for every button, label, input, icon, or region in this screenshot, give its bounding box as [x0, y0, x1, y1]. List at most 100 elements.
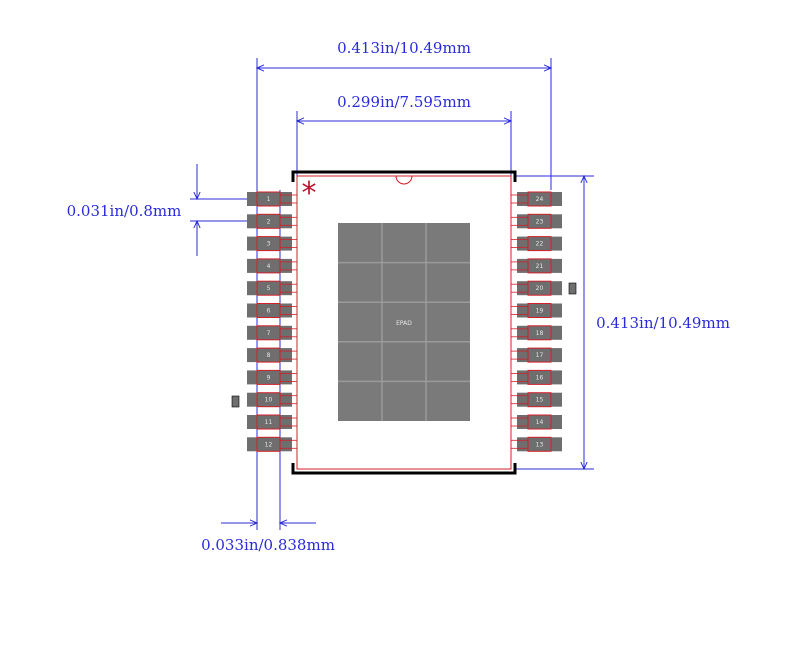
- lead-outline: [510, 194, 529, 204]
- pin-pad-10: 10: [247, 392, 298, 408]
- lead-outline: [510, 283, 529, 293]
- lead-outline: [279, 328, 298, 338]
- pin-pad-5: 5: [247, 280, 298, 296]
- right-side-marker: [568, 282, 577, 295]
- pitch-label: 0.031in/0.8mm: [67, 202, 182, 220]
- lead-outline: [279, 283, 298, 293]
- pin-pad-3: 3: [247, 236, 298, 252]
- body-outline: [296, 175, 512, 470]
- body-width-label: 0.299in/7.595mm: [337, 93, 471, 111]
- lead-outline: [279, 395, 298, 405]
- pin-pad-14: 14: [510, 414, 562, 430]
- pin-number: 23: [536, 218, 544, 225]
- pin-pad-24: 24: [510, 191, 562, 207]
- pin-pad-9: 9: [247, 369, 298, 385]
- pad-copper: [247, 348, 292, 363]
- silkscreen-top: [291, 170, 517, 182]
- pad-copper: [247, 392, 292, 407]
- lead-outline: [510, 395, 529, 405]
- pin-pad-2: 2: [247, 213, 298, 229]
- lead-outline: [510, 328, 529, 338]
- pin-pad-8: 8: [247, 347, 298, 363]
- lead-outline: [279, 372, 298, 382]
- overall-width-label: 0.413in/10.49mm: [337, 39, 471, 57]
- right-pin-pads: 24 23 22 21 20 19 18 17 16 15 14 13: [510, 191, 562, 452]
- pin-pad-22: 22: [510, 236, 562, 252]
- pin-number: 11: [265, 419, 273, 426]
- pad-copper: [247, 303, 292, 318]
- lead-outline: [279, 261, 298, 271]
- pin-pad-16: 16: [510, 369, 562, 385]
- lead-outline: [510, 261, 529, 271]
- pin-pad-12: 12: [247, 436, 298, 452]
- pin-number: 3: [267, 241, 271, 248]
- pad-copper: [247, 258, 292, 273]
- pad-copper: [247, 236, 292, 251]
- pin-number: 1: [267, 196, 271, 203]
- pin-pad-20: 20: [510, 280, 562, 296]
- pin-number: 2: [267, 218, 271, 225]
- package-body: *: [291, 170, 517, 475]
- left-side-marker: [231, 395, 240, 408]
- pin-number: 20: [536, 285, 544, 292]
- pin-pad-4: 4: [247, 258, 298, 274]
- pin1-notch: [395, 175, 413, 185]
- overall-height-label: 0.413in/10.49mm: [596, 314, 730, 332]
- pin-pad-6: 6: [247, 303, 298, 318]
- pin-number: 22: [536, 241, 544, 248]
- lead-outline: [279, 350, 298, 360]
- pin-pad-17: 17: [510, 347, 562, 363]
- lead-outline: [279, 194, 298, 204]
- pin-number: 18: [536, 330, 544, 337]
- pin1-marker: *: [302, 176, 317, 211]
- pin-number: 10: [265, 397, 273, 404]
- pin-number: 4: [267, 263, 271, 270]
- pin-number: 24: [536, 196, 544, 203]
- lead-outline: [510, 439, 529, 449]
- lead-outline: [279, 439, 298, 449]
- pin-number: 15: [536, 397, 544, 404]
- pin-number: 12: [265, 441, 273, 448]
- pin-pad-7: 7: [247, 325, 298, 341]
- pin-pad-21: 21: [510, 258, 562, 274]
- pin-number: 19: [536, 308, 544, 315]
- lead-outline: [279, 239, 298, 249]
- pin-number: 8: [267, 352, 271, 359]
- pin-number: 21: [536, 263, 544, 270]
- pin-number: 14: [536, 419, 544, 426]
- lead-outline: [510, 417, 529, 427]
- pin-number: 6: [267, 308, 271, 315]
- lead-outline: [510, 216, 529, 226]
- pin-pad-11: 11: [247, 414, 298, 430]
- pin-number: 7: [267, 330, 271, 337]
- pin-number: 9: [267, 374, 271, 381]
- silkscreen-bottom: [291, 463, 517, 475]
- pin-pad-18: 18: [510, 325, 562, 341]
- pad-copper: [247, 214, 292, 229]
- pin-number: 13: [536, 441, 544, 448]
- epad-body: [338, 223, 470, 421]
- pin-number: 5: [267, 285, 271, 292]
- lead-outline: [510, 350, 529, 360]
- epad-label: EPAD: [396, 320, 412, 327]
- pad-copper: [247, 281, 292, 296]
- lead-outline: [279, 216, 298, 226]
- pin-pad-19: 19: [510, 303, 562, 318]
- lead-outline: [510, 372, 529, 382]
- lead-outline: [279, 306, 298, 315]
- pad-copper: [247, 415, 292, 429]
- dimension-labels: 0.413in/10.49mm 0.299in/7.595mm 0.031in/…: [67, 39, 730, 554]
- pin-pad-15: 15: [510, 392, 562, 408]
- pin-pad-1: 1: [247, 191, 298, 207]
- pad-copper: [247, 325, 292, 340]
- pin-number: 17: [536, 352, 544, 359]
- pad-copper: [247, 437, 292, 452]
- pad-copper: [247, 192, 292, 206]
- lead-outline: [510, 306, 529, 315]
- pin-number: 16: [536, 374, 544, 381]
- lead-outline: [510, 239, 529, 249]
- pad-width-label: 0.033in/0.838mm: [201, 536, 335, 554]
- pin-pad-13: 13: [510, 436, 562, 452]
